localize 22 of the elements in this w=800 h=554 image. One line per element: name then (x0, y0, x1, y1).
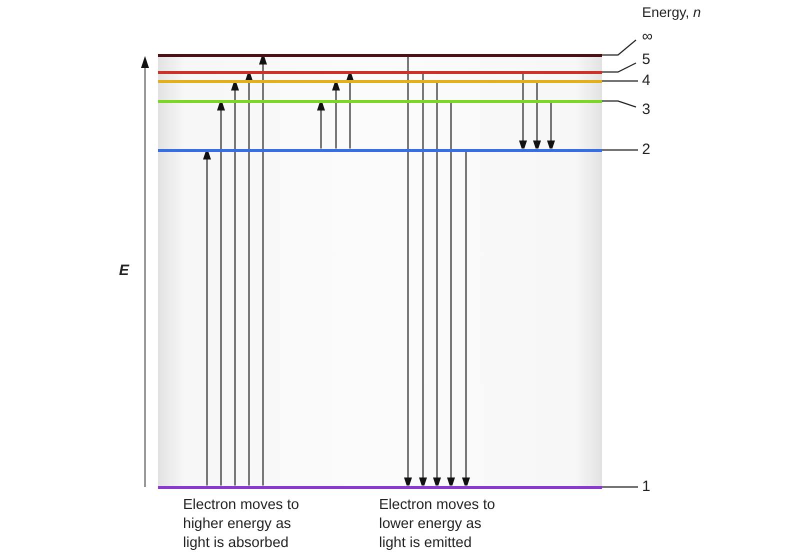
level-number: 5 (642, 50, 650, 69)
energy-level-line (158, 486, 602, 488)
energy-level-line (158, 54, 602, 56)
energy-level-line (158, 80, 602, 82)
level-number: 3 (642, 100, 650, 119)
energy-level-line (158, 70, 602, 74)
level-number: 4 (642, 71, 650, 90)
energy-level-line (158, 100, 602, 102)
caption-text: Electron moves to higher energy as light is absorbed (183, 496, 300, 553)
level-number: 2 (642, 140, 650, 159)
leader-line (602, 62, 636, 73)
level-number: 1 (642, 477, 650, 496)
leader-line (602, 80, 638, 82)
caption-text: Electron moves to lower energy as light is emitted (379, 496, 496, 553)
leader-line (602, 100, 636, 108)
leader-line (602, 149, 638, 151)
leader-line (602, 40, 636, 56)
axis-title: Energy, n (642, 3, 701, 22)
axis-label: E (119, 261, 130, 280)
level-number: ∞ (642, 27, 653, 46)
energy-level-line (158, 148, 602, 152)
leader-line (602, 486, 638, 488)
